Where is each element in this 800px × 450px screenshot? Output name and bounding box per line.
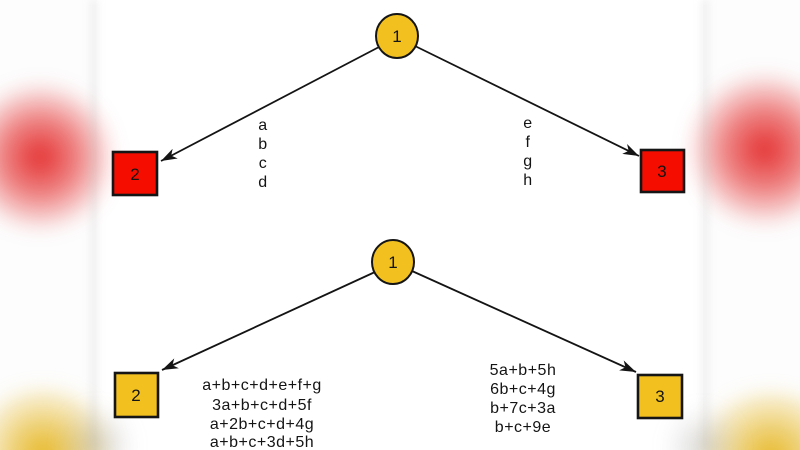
top-left-edge-labels: a b c d [258, 117, 267, 191]
top-diagram: 1 2 3 a b c d e f g h [111, 13, 686, 197]
bottom-right-edge-labels: 5a+b+5h 6b+c+4g b+7c+3a b+c+9e [490, 362, 557, 436]
top-right-child-label: 3 [657, 162, 666, 181]
bottom-right-child-label: 3 [655, 387, 664, 406]
right-content-edge-shade [700, 0, 710, 450]
edge-label: a+2b+c+d+4g [210, 416, 314, 433]
edge-label: 3a+b+c+d+5f [212, 397, 312, 414]
bottom-diagram: 1 2 3 a+b+c+d+e+f+g 3a+b+c+d+5f a+2b+c+d… [113, 239, 684, 450]
bottom-left-edge-arrow [161, 271, 376, 371]
top-right-edge-arrow [414, 45, 640, 157]
top-left-edge-arrow [160, 46, 380, 162]
edge-label: d [258, 174, 267, 191]
top-left-child-label: 2 [130, 165, 139, 184]
top-root-node-label: 1 [392, 27, 401, 46]
bottom-root-node-label: 1 [388, 253, 397, 272]
edge-label: 6b+c+4g [490, 381, 556, 398]
bottom-left-child-square [113, 371, 160, 419]
edge-label: h [523, 172, 532, 189]
edge-label: b [258, 136, 267, 153]
right-red-blur-blob [687, 72, 800, 227]
right-blur-bar [668, 0, 800, 450]
edge-label: a+b+c+3d+5h [210, 434, 314, 450]
bottom-left-edge-labels: a+b+c+d+e+f+g 3a+b+c+d+5f a+2b+c+d+4g a+… [202, 377, 322, 450]
edge-label: f [526, 134, 531, 151]
top-right-edge-labels: e f g h [523, 115, 532, 189]
edge-label: e [523, 115, 532, 132]
edge-label: a+b+c+d+e+f+g [202, 377, 322, 394]
bottom-right-child-square [636, 373, 684, 420]
edge-label: 5a+b+5h [490, 362, 557, 379]
left-red-blur-blob [0, 82, 115, 232]
bottom-left-child-label: 2 [131, 386, 140, 405]
edge-label: g [523, 153, 532, 170]
edge-label: b+c+9e [495, 419, 551, 436]
edge-label: b+7c+3a [490, 400, 556, 417]
bottom-right-edge-arrow [411, 270, 637, 373]
top-root-node-circle [375, 13, 419, 59]
top-right-child-square [639, 148, 686, 194]
top-left-child-square [111, 150, 159, 197]
left-content-edge-shade [89, 0, 99, 450]
bottom-root-node-circle [371, 239, 415, 285]
edge-label: c [259, 155, 268, 172]
edge-label: a [258, 117, 267, 134]
